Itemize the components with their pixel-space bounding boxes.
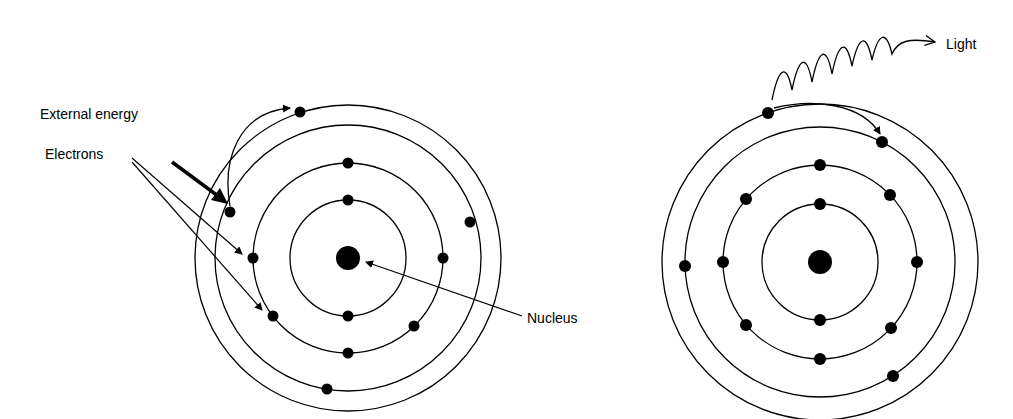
light-wave (772, 37, 935, 100)
energy-arrowhead (211, 188, 228, 204)
leader-line (366, 262, 522, 316)
decay-arrow (774, 104, 880, 134)
label-text: Electrons (45, 146, 103, 162)
label-text: External energy (40, 106, 138, 122)
label-text: Light (946, 36, 976, 52)
left-electrons (225, 107, 476, 395)
left-nucleus (336, 246, 360, 270)
energy-arrow (172, 162, 218, 196)
leader-line (132, 162, 262, 310)
right-atom-orbits (662, 104, 978, 419)
left-atom-orbits (195, 105, 501, 411)
right-nucleus (808, 250, 832, 274)
excitation-arrow (228, 108, 290, 206)
label-text: Nucleus (527, 310, 578, 326)
leader-line (132, 158, 242, 254)
right-electrons (679, 107, 923, 382)
